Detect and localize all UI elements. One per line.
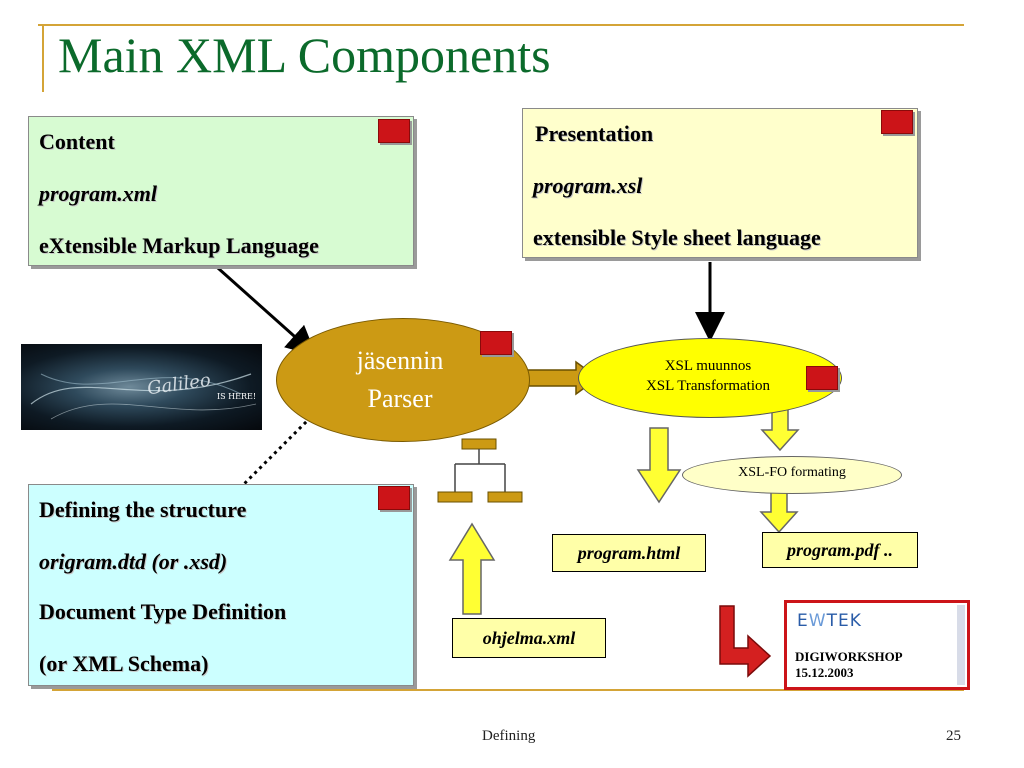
bottom-rule — [52, 689, 964, 691]
tree-structure-icon — [437, 438, 523, 503]
structure-file: origram.dtd (or .xsd) — [39, 549, 228, 574]
content-red-marker — [378, 119, 410, 143]
ohjelma-xml-label: ohjelma.xml — [452, 618, 606, 658]
galileo-image: Galileo IS HERE! — [21, 344, 262, 430]
galileo-swirl-graphic — [30, 373, 257, 420]
footer-text: Defining — [482, 728, 536, 744]
ewtek-line-2: 15.12.2003 — [795, 665, 854, 680]
fo-to-pdf-block-arrow — [759, 487, 799, 534]
content-to-parser-arrow — [199, 250, 317, 356]
top-rule — [38, 24, 964, 26]
ewtek-line-1: DIGIWORKSHOP — [795, 649, 903, 664]
xsl-transform-label-2: XSL Transformation — [645, 378, 771, 394]
xsl-transform-label-1: XSL muunnos — [664, 358, 752, 374]
xml-to-tree-block-arrow — [448, 522, 496, 615]
ewtek-logo: EWTEK DIGIWORKSHOP 15.12.2003 — [784, 600, 970, 690]
xsl-fo-label: XSL-FO formating — [738, 465, 846, 480]
content-description: eXtensible Markup Language — [39, 233, 319, 258]
presentation-red-marker — [881, 110, 913, 134]
structure-box: Defining the structure origram.dtd (or .… — [28, 484, 414, 686]
xsl-fo-ellipse — [682, 456, 902, 494]
left-rule — [42, 26, 44, 92]
xsl-transform-red-marker — [806, 366, 838, 390]
slide-title: Main XML Components — [58, 27, 551, 83]
parser-label-2: Parser — [367, 384, 433, 413]
structure-description: Document Type Definition — [39, 599, 287, 624]
presentation-file: program.xsl — [533, 173, 643, 198]
ewtek-scrollbar — [957, 605, 965, 685]
structure-heading: Defining the structure — [39, 497, 247, 522]
ewtek-brand-left: E — [797, 611, 809, 631]
structure-red-marker — [378, 486, 410, 510]
presentation-box: Presentation program.xsl extensible Styl… — [522, 108, 918, 258]
content-box: Content program.xml eXtensible Markup La… — [28, 116, 414, 266]
ewtek-brand-right: TEK — [826, 611, 862, 631]
page-number: 25 — [946, 728, 961, 744]
red-bent-arrow-icon — [719, 605, 772, 678]
presentation-description: extensible Style sheet language — [533, 225, 821, 250]
xsl-transform-ellipse — [578, 338, 842, 418]
galileo-sub-text: IS HERE! — [217, 392, 257, 401]
parser-label-1: jäsennin — [356, 346, 444, 375]
xsl-to-html-block-arrow — [636, 427, 682, 504]
ewtek-w-icon: W — [808, 611, 827, 631]
structure-description-2: (or XML Schema) — [39, 651, 209, 676]
program-pdf-label: program.pdf .. — [762, 532, 918, 568]
ewtek-brand: EWTEK — [797, 611, 862, 631]
program-html-label: program.html — [552, 534, 706, 572]
parser-red-marker — [480, 331, 512, 355]
presentation-heading: Presentation — [535, 121, 654, 146]
content-heading: Content — [39, 129, 115, 154]
content-file: program.xml — [39, 181, 157, 206]
